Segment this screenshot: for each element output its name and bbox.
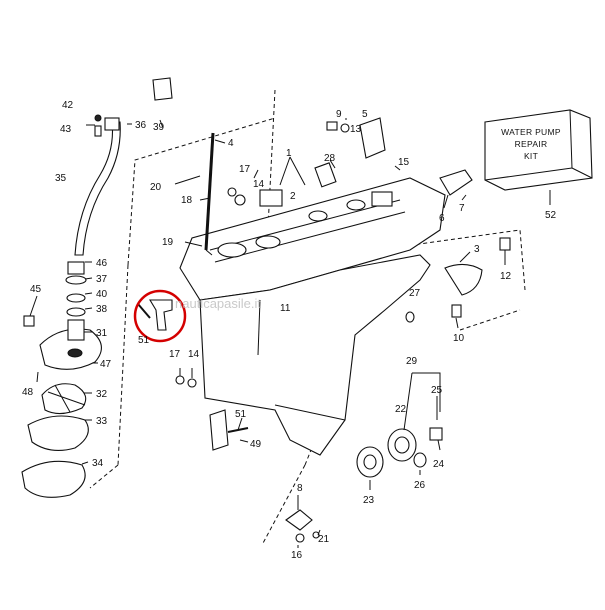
callout-37: 37: [96, 274, 108, 285]
callout-40: 40: [96, 289, 108, 300]
callout-numbers: 1 2 3 4 5 6 7 8 9 10 11 12 13 14 14 15 1…: [22, 100, 512, 561]
callout-34: 34: [92, 458, 104, 469]
callout-31: 31: [96, 328, 108, 339]
callout-38: 38: [96, 304, 108, 315]
callout-5: 5: [362, 109, 368, 120]
callout-42: 42: [62, 100, 74, 111]
highlight-circle: [133, 289, 187, 343]
callout-6: 6: [439, 213, 445, 224]
callout-17-bottom: 17: [169, 349, 181, 360]
leader-lines: [29, 118, 551, 548]
callout-10: 10: [453, 333, 465, 344]
callout-46: 46: [96, 258, 108, 269]
callout-25: 25: [431, 385, 443, 396]
kit-label-line-1: WATER PUMP: [501, 127, 561, 137]
callout-8: 8: [297, 483, 303, 494]
callout-20: 20: [150, 182, 162, 193]
callout-28: 28: [324, 153, 336, 164]
callout-21: 21: [318, 534, 330, 545]
callout-19: 19: [162, 237, 174, 248]
callout-43: 43: [60, 124, 72, 135]
callout-12: 12: [500, 271, 512, 282]
gearcase-housing: [179, 177, 446, 456]
callout-47: 47: [100, 359, 112, 370]
kit-part-number: 52: [545, 210, 557, 221]
water-tube: [74, 121, 121, 256]
callout-9: 9: [336, 109, 342, 120]
callout-51-lower: 51: [235, 409, 247, 420]
callout-23: 23: [363, 495, 375, 506]
callout-39: 39: [153, 122, 165, 133]
callout-24: 24: [433, 459, 445, 470]
callout-49: 49: [250, 439, 262, 450]
callout-48: 48: [22, 387, 34, 398]
callout-1: 1: [286, 148, 292, 159]
callout-51-circle: 51: [138, 335, 150, 346]
callout-45: 45: [30, 284, 42, 295]
kit-label-line-2: REPAIR: [515, 139, 548, 149]
callout-33: 33: [96, 416, 108, 427]
callout-22: 22: [395, 404, 407, 415]
callout-2: 2: [290, 191, 296, 202]
drive-shaft: [204, 132, 215, 256]
water-pump-parts: [21, 261, 102, 498]
callout-14-bottom: 14: [188, 349, 200, 360]
callout-13: 13: [350, 124, 362, 135]
callout-35: 35: [55, 173, 67, 184]
callout-29: 29: [406, 356, 418, 367]
callout-32: 32: [96, 389, 108, 400]
callout-3: 3: [474, 244, 480, 255]
kit-label-line-3: KIT: [524, 151, 538, 161]
water-pump-repair-kit: WATER PUMP REPAIR KIT 52: [484, 109, 593, 221]
callout-14-top: 14: [253, 179, 265, 190]
small-parts: [94, 77, 511, 543]
callout-15: 15: [398, 157, 410, 168]
callout-4: 4: [228, 138, 234, 149]
watermark-text: nauticapasile.it: [175, 296, 261, 311]
callout-18: 18: [181, 195, 193, 206]
callout-27: 27: [409, 288, 421, 299]
callout-7: 7: [459, 203, 465, 214]
callout-17-top: 17: [239, 164, 251, 175]
callout-16: 16: [291, 550, 303, 561]
callout-11: 11: [280, 303, 291, 314]
callout-26: 26: [414, 480, 426, 491]
callout-36: 36: [135, 120, 147, 131]
